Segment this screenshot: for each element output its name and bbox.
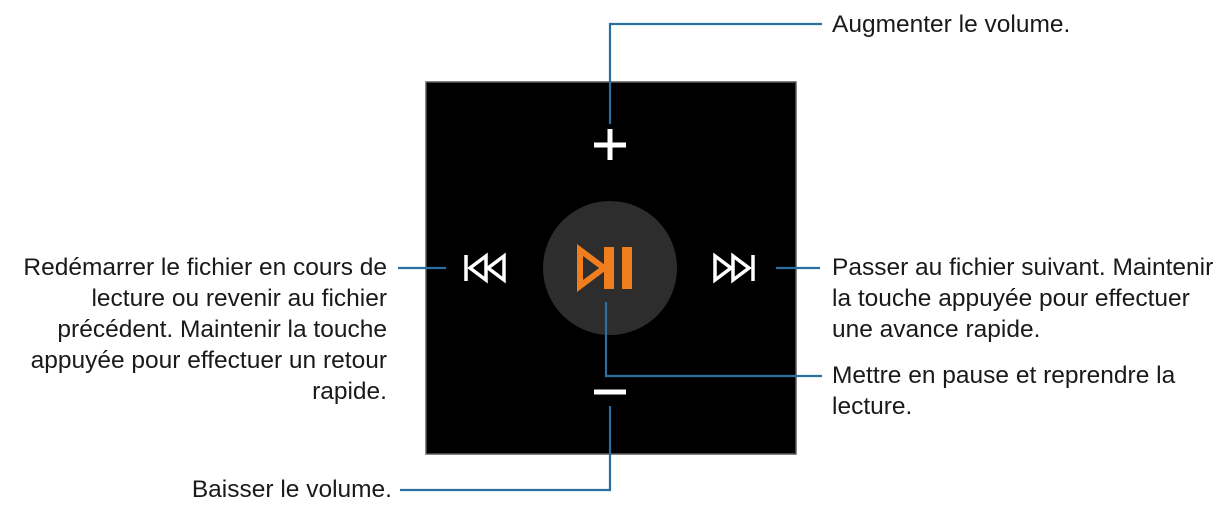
previous-button[interactable] [464, 252, 506, 284]
caption-volume-down: Baisser le volume. [191, 476, 392, 503]
caption-next: Passer au fichier suivant. Maintenir la … [832, 254, 1214, 343]
leader-lines [398, 22, 822, 492]
leader-line-play-pause [604, 302, 822, 378]
play-pause-button[interactable] [543, 201, 677, 335]
leader-line-volume-up [608, 22, 822, 124]
rewind-icon [464, 252, 506, 284]
leader-line-volume-down [400, 406, 612, 492]
plus-icon [594, 129, 626, 160]
caption-volume-up: Augmenter le volume. [832, 11, 1071, 38]
next-button[interactable] [713, 252, 755, 284]
caption-previous: Redémarrer le fichier en cours de lectur… [23, 254, 387, 405]
fast-forward-icon [713, 252, 755, 284]
volume-up-button[interactable] [594, 129, 626, 160]
caption-play-pause: Mettre en pause et reprendre la lecture. [832, 362, 1176, 420]
play-pause-icon [577, 244, 632, 292]
